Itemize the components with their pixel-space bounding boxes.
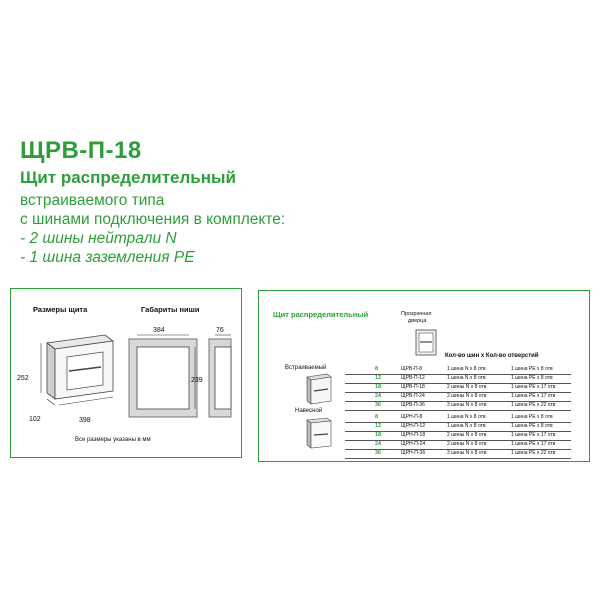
row-divider xyxy=(345,409,571,411)
niche-height-dim: 239 xyxy=(191,377,203,384)
spec-code: ЩРН-П-12 xyxy=(401,423,426,429)
model-title: ЩРВ-П-18 xyxy=(20,137,142,164)
spec-code: ЩРВ-П-8 xyxy=(401,366,423,372)
spec-count: 8 xyxy=(375,414,379,420)
spec-count: 36 xyxy=(375,402,382,408)
row-divider xyxy=(345,373,571,375)
spec-row: 12 ЩРВ-П-12 1 шина N х 8 отв 1 шина PE х 8 … xyxy=(259,374,571,384)
spec-n-bus: 3 шины N х 8 отв xyxy=(447,450,487,456)
spec-pe-bus: 1 шина PE х 8 отв xyxy=(511,423,553,429)
builtin-box-drawing xyxy=(306,373,332,405)
niche-depth-dim: 76 xyxy=(216,327,224,334)
spec-rows: 8 ЩРВ-П-8 1 шина N х 8 отв 1 шина PE х 8 от… xyxy=(259,365,589,459)
spec-pe-bus: 1 шина PE х 8 отв xyxy=(511,375,553,381)
spec-count: 12 xyxy=(375,375,382,381)
spec-row: 24 ЩРВ-П-24 2 шины N х 8 отв 1 шина PE х 17… xyxy=(259,392,571,402)
row-divider xyxy=(345,448,571,450)
spec-count: 24 xyxy=(375,393,382,399)
spec-pe-bus: 1 шина PE х 22 отв xyxy=(511,402,556,408)
spec-code: ЩРВ-П-18 xyxy=(401,384,425,390)
spec-row: 36 ЩРН-П-36 3 шины N х 8 отв 1 шина PE х 22… xyxy=(259,449,571,459)
spec-panel: Щит распределительный Прозрачная дверца … xyxy=(258,290,590,462)
spec-count: 8 xyxy=(375,366,379,372)
spec-pe-bus: 1 шина PE х 8 отв xyxy=(511,366,553,372)
spec-n-bus: 1 шина N х 8 отв xyxy=(447,366,486,372)
niche-width-dim: 384 xyxy=(153,327,165,334)
spec-n-bus: 2 шины N х 8 отв xyxy=(447,384,487,390)
spec-code: ЩРВ-П-24 xyxy=(401,393,425,399)
box-depth-dim: 102 xyxy=(29,416,41,423)
row-divider xyxy=(345,382,571,384)
spec-pe-bus: 1 шина PE х 17 отв xyxy=(511,384,556,390)
type-builtin-label: Встраиваемый xyxy=(285,365,327,371)
spec-row: 24 ЩРН-П-24 2 шины N х 8 отв 1 шина PE х 17… xyxy=(259,440,571,450)
box-drawing xyxy=(40,334,115,406)
spec-pe-bus: 1 шина PE х 8 отв xyxy=(511,414,553,420)
row-divider xyxy=(345,457,571,459)
product-subtitle: Щит распределительный xyxy=(20,168,236,187)
spec-pe-bus: 1 шина PE х 17 отв xyxy=(511,432,556,438)
spec-count: 12 xyxy=(375,423,382,429)
row-divider xyxy=(345,430,571,432)
row-divider xyxy=(345,391,571,393)
spec-n-bus: 2 шины N х 8 отв xyxy=(447,432,487,438)
description-line-4: - 1 шина заземления PE xyxy=(20,249,195,266)
spec-pe-bus: 1 шина PE х 17 отв xyxy=(511,393,556,399)
spec-n-bus: 1 шина N х 8 отв xyxy=(447,423,486,429)
box-height-dim: 252 xyxy=(17,375,29,382)
spec-count: 18 xyxy=(375,432,382,438)
row-divider xyxy=(345,400,571,402)
box-width-dim: 398 xyxy=(79,417,91,424)
type-surface-label: Навесной xyxy=(295,408,323,414)
niche-size-label: Габариты ниши xyxy=(141,305,200,314)
description-line-2: с шинами подключения в комплекте: xyxy=(20,211,286,228)
spec-code: ЩРВ-П-12 xyxy=(401,375,425,381)
spec-title: Щит распределительный xyxy=(273,310,369,319)
spec-code: ЩРН-П-36 xyxy=(401,450,426,456)
spec-count: 18 xyxy=(375,384,382,390)
spec-n-bus: 2 шины N х 8 отв xyxy=(447,441,487,447)
spec-code: ЩРВ-П-36 xyxy=(401,402,425,408)
spec-pe-bus: 1 шина PE х 17 отв xyxy=(511,441,556,447)
spec-row: 36 ЩРВ-П-36 3 шины N х 8 отв 1 шина PE х 22… xyxy=(259,401,571,411)
spec-count: 36 xyxy=(375,450,382,456)
units-note: Все размеры указаны в мм xyxy=(75,437,151,443)
door-label-2: дверца xyxy=(408,318,427,324)
spec-count: 24 xyxy=(375,441,382,447)
spec-n-bus: 1 шина N х 8 отв xyxy=(447,375,486,381)
spec-row: 12 ЩРН-П-12 1 шина N х 8 отв 1 шина PE х 8 … xyxy=(259,422,571,432)
surface-box-drawing xyxy=(306,417,332,449)
spec-pe-bus: 1 шина PE х 22 отв xyxy=(511,450,556,456)
dimensions-panel: Размеры щита Габариты ниши 252 102 398 3… xyxy=(10,288,242,458)
spec-n-bus: 2 шины N х 8 отв xyxy=(447,393,487,399)
box-size-label: Размеры щита xyxy=(33,305,88,314)
description-line-3: - 2 шины нейтрали N xyxy=(20,230,177,247)
column-header: Кол-во шин х Кол-во отверстий xyxy=(445,353,539,359)
spec-n-bus: 1 шина N х 8 отв xyxy=(447,414,486,420)
spec-n-bus: 3 шины N х 8 отв xyxy=(447,402,487,408)
spec-row: 8 ЩРН-П-8 1 шина N х 8 отв 1 шина PE х 8 от… xyxy=(259,413,571,423)
spec-row: 18 ЩРВ-П-18 2 шины N х 8 отв 1 шина PE х 17… xyxy=(259,383,571,393)
spec-row: 18 ЩРН-П-18 2 шины N х 8 отв 1 шина PE х 17… xyxy=(259,431,571,441)
spec-row: 8 ЩРВ-П-8 1 шина N х 8 отв 1 шина PE х 8 от… xyxy=(259,365,571,375)
transparent-door-drawing xyxy=(415,329,437,356)
spec-code: ЩРН-П-24 xyxy=(401,441,426,447)
spec-code: ЩРН-П-8 xyxy=(401,414,423,420)
spec-code: ЩРН-П-18 xyxy=(401,432,426,438)
description-line-1: встраиваемого типа xyxy=(20,192,165,209)
row-divider xyxy=(345,421,571,423)
door-label-1: Прозрачная xyxy=(401,311,432,317)
niche-drawing xyxy=(128,334,232,418)
row-divider xyxy=(345,439,571,441)
